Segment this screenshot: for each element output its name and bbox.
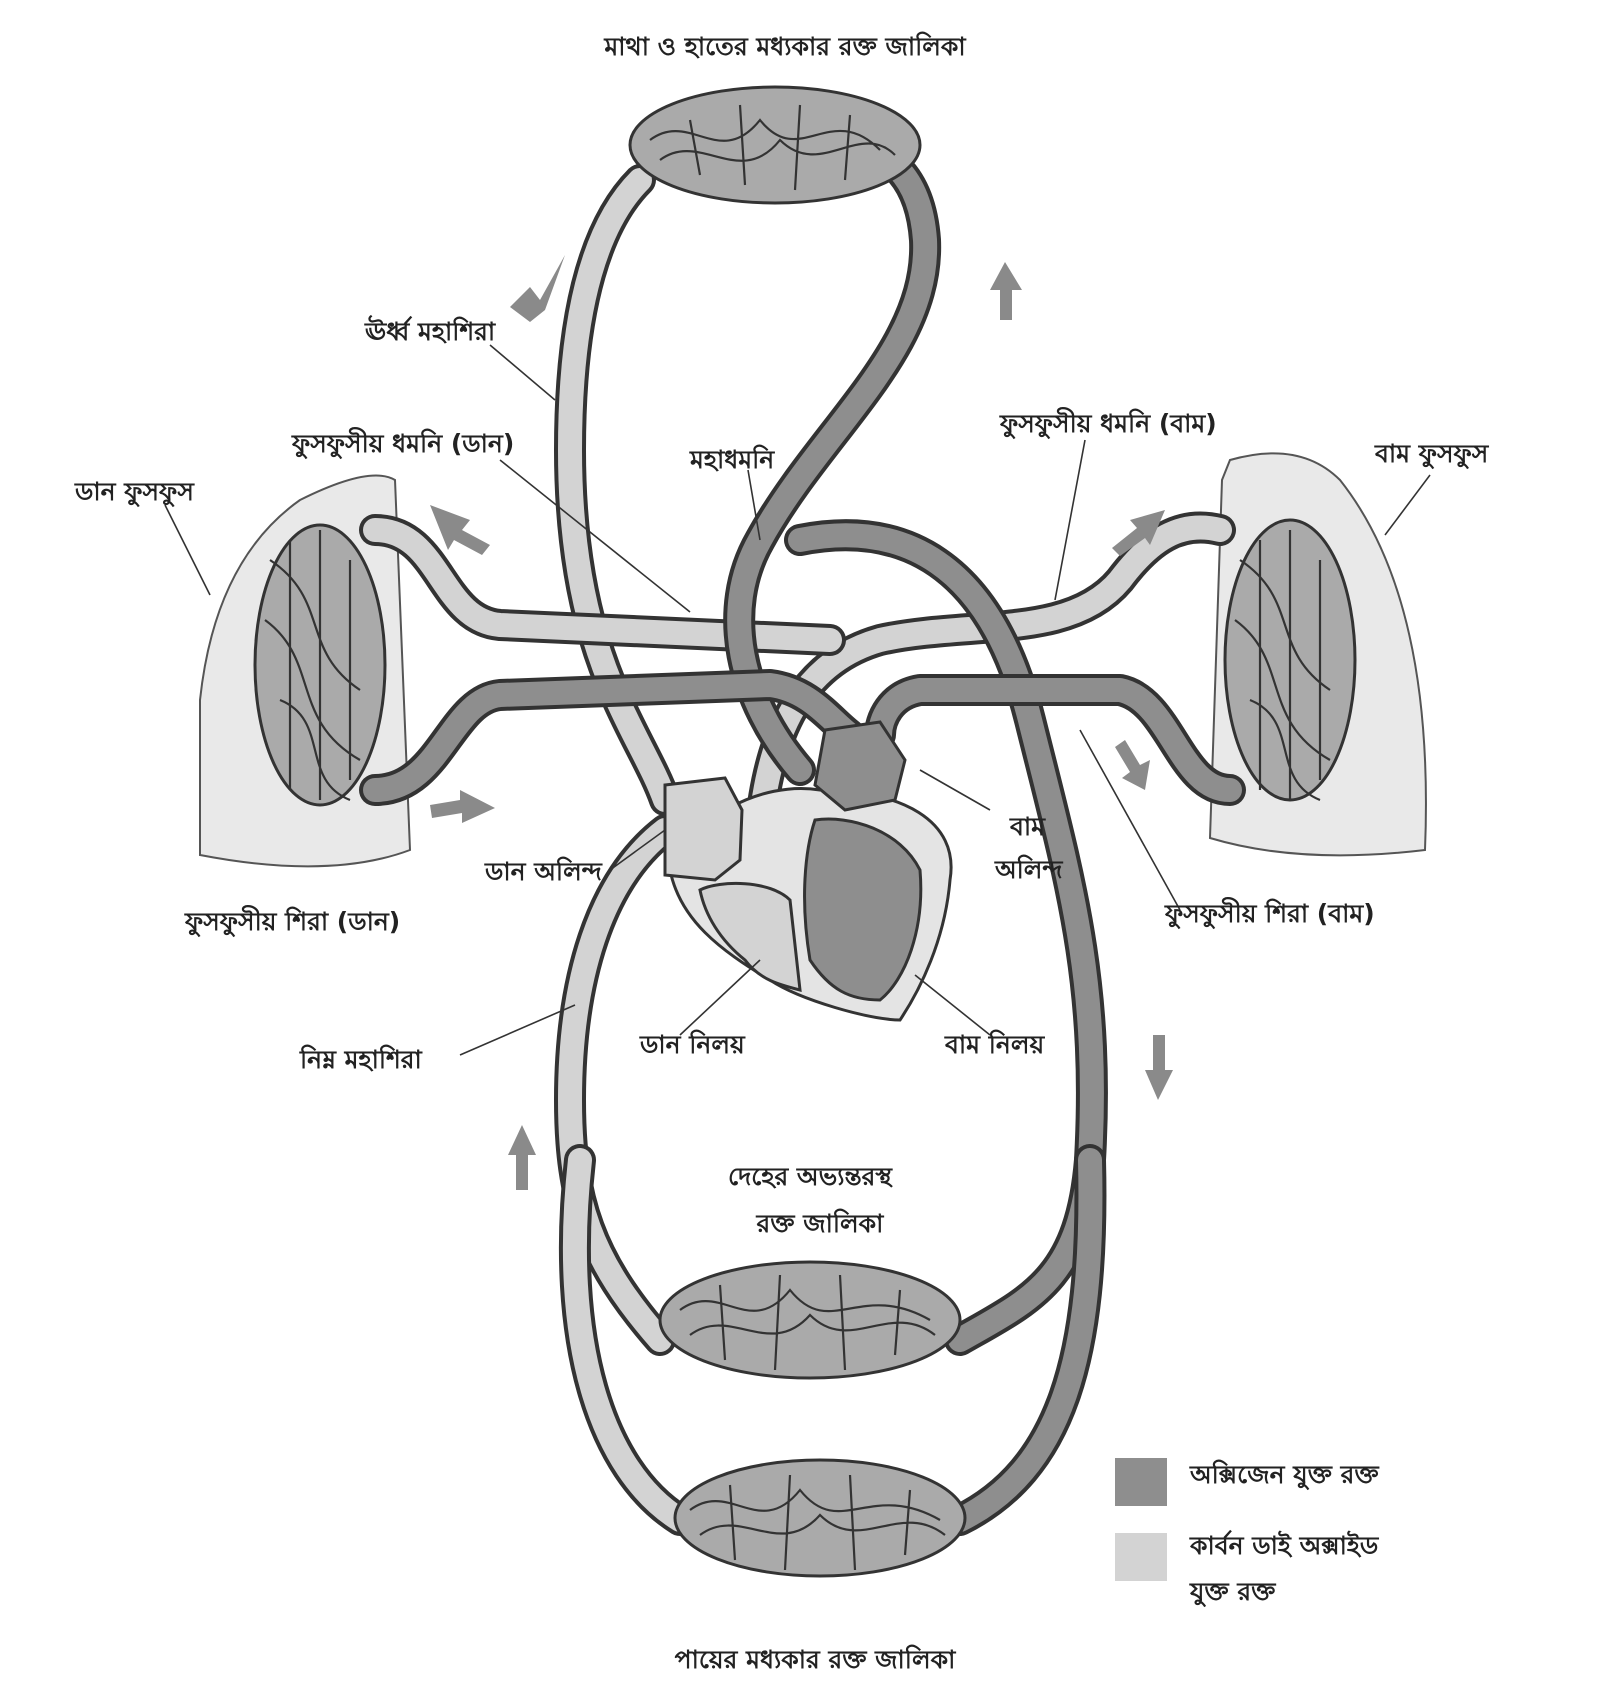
label-aorta: মহাধমনি [689, 444, 775, 474]
legend-label-deoxygenated-line2: যুক্ত রক্ত [1189, 1577, 1277, 1608]
arrow-to-left-lung [1112, 510, 1165, 556]
arrow-up-head [990, 262, 1022, 320]
internal-capillary-bed [658, 1260, 962, 1380]
label-inferior-vena-cava: নিম্ন মহাশিরা [299, 1044, 424, 1074]
label-leg-capillaries: পায়ের মধ্যকার রক্ত জালিকা [675, 1644, 957, 1674]
leg-capillary-bed [673, 1458, 967, 1578]
label-right-atrium: ডান অলিন্দ [484, 856, 603, 886]
left-lung-capillary-bed [1223, 518, 1357, 802]
right-lung-capillary-bed [253, 523, 387, 807]
label-right-ventricle: ডান নিলয় [639, 1029, 746, 1059]
right-atrium-chamber [663, 776, 744, 882]
left-ventricle-chamber [803, 817, 923, 1002]
heart [663, 720, 953, 1022]
legend: অক্সিজেন যুক্ত রক্ত কার্বন ডাই অক্সাইড য… [1115, 1458, 1380, 1608]
legend-swatch-oxygenated [1115, 1458, 1167, 1506]
pulmonary-veins [359, 669, 1246, 806]
leader-lines [164, 344, 1431, 1056]
left-atrium-chamber [813, 720, 907, 812]
flow-arrows [430, 255, 1173, 1190]
label-left-ventricle: বাম নিলয় [944, 1029, 1045, 1059]
labels: মাথা ও হাতের মধ্যকার রক্ত জালিকা ঊর্ধ্ব … [74, 31, 1490, 1674]
aorta [723, 134, 1108, 1536]
label-internal-capillaries-line2: রক্ত জালিকা [756, 1208, 886, 1238]
label-pulmonary-artery-left: ফুসফুসীয় ধমনি (বাম) [999, 407, 1217, 440]
arrow-from-right-lung [430, 790, 495, 823]
head-capillary-bed [628, 85, 922, 205]
label-right-lung: ডান ফুসফুস [74, 477, 195, 508]
label-pulmonary-vein-right: ফুসফুসীয় শিরা (ডান) [184, 905, 400, 938]
label-left-lung: বাম ফুসফুস [1374, 439, 1490, 470]
legend-swatch-deoxygenated [1115, 1533, 1167, 1581]
inferior-vena-cava [554, 814, 696, 1536]
arrow-to-right-lung [430, 505, 490, 555]
superior-vena-cava [554, 164, 681, 816]
legend-label-deoxygenated-line1: কার্বন ডাই অক্সাইড [1189, 1530, 1380, 1560]
arrow-down-body [1145, 1035, 1173, 1100]
label-internal-capillaries-line1: দেহের অভ্যন্তরস্থ [728, 1162, 893, 1191]
arrow-down-left [510, 255, 565, 322]
label-pulmonary-vein-left: ফুসফুসীয় শিরা (বাম) [1164, 897, 1375, 930]
label-left-atrium-line1: বাম [1009, 812, 1046, 841]
label-pulmonary-artery-right: ফুসফুসীয় ধমনি (ডান) [291, 427, 514, 460]
label-head-capillaries: মাথা ও হাতের মধ্যকার রক্ত জালিকা [603, 31, 967, 61]
label-left-atrium-line2: অলিন্দ [994, 854, 1063, 884]
right-ventricle-chamber [698, 882, 802, 992]
arrow-up-body [508, 1125, 536, 1190]
blood-vessels [359, 134, 1246, 1536]
arrow-from-left-lung [1115, 740, 1150, 790]
legend-label-oxygenated: অক্সিজেন যুক্ত রক্ত [1189, 1459, 1380, 1491]
label-superior-vena-cava: ঊর্ধ্ব মহাশিরা [364, 315, 497, 346]
